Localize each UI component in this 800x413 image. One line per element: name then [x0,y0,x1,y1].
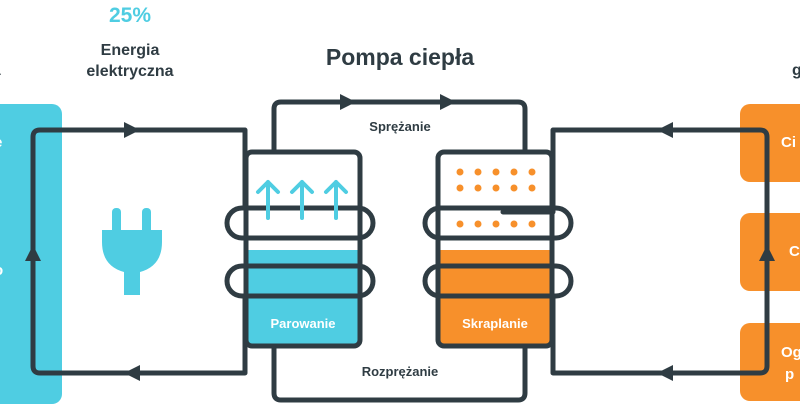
arrow-right-icon [440,94,456,110]
condenser-tank [435,149,555,349]
condenser-coil-1 [422,205,574,241]
arrow-left-icon [124,365,140,381]
compression-loop [271,99,528,155]
left-heading-fragment: na [0,62,1,80]
left-item-fragment-1: e [0,134,2,151]
right-item-fragment-1: Ci [781,134,796,151]
right-heading-fragment: g [792,62,800,79]
right-item-fragment-3a: Og [781,344,800,361]
page-title: Pompa ciepła [325,44,475,70]
right-box-top [740,104,800,182]
evaporation-label: Parowanie [270,316,336,331]
expansion-loop [271,343,528,403]
right-box-bottom [740,323,800,401]
arrow-up-icon [759,245,775,261]
electricity-label-line1: Energia [100,42,160,59]
electricity-label: Energia elektryczna [50,40,210,82]
condenser-coil-2 [422,263,574,299]
compression-label: Sprężanie [369,119,431,134]
plug-icon [102,208,162,295]
arrow-right-icon [124,122,140,138]
evaporator-coil-2 [224,263,376,299]
arrow-up-icon [25,245,41,261]
arrow-left-icon [657,122,673,138]
right-item-fragment-2: C [789,243,800,260]
left-item-fragment-2: o [0,262,3,279]
electricity-label-line2: elektryczna [86,63,174,80]
electricity-percent: 25% [108,4,152,27]
arrow-left-icon [657,365,673,381]
right-item-fragment-3b: p [785,366,795,383]
condensation-label: Skraplanie [462,316,528,331]
expansion-label: Rozprężanie [361,364,439,379]
arrow-right-icon [340,94,356,110]
evaporator-tank [243,149,363,349]
up-arrow-icon [256,180,348,220]
condensation-dots [456,168,536,228]
